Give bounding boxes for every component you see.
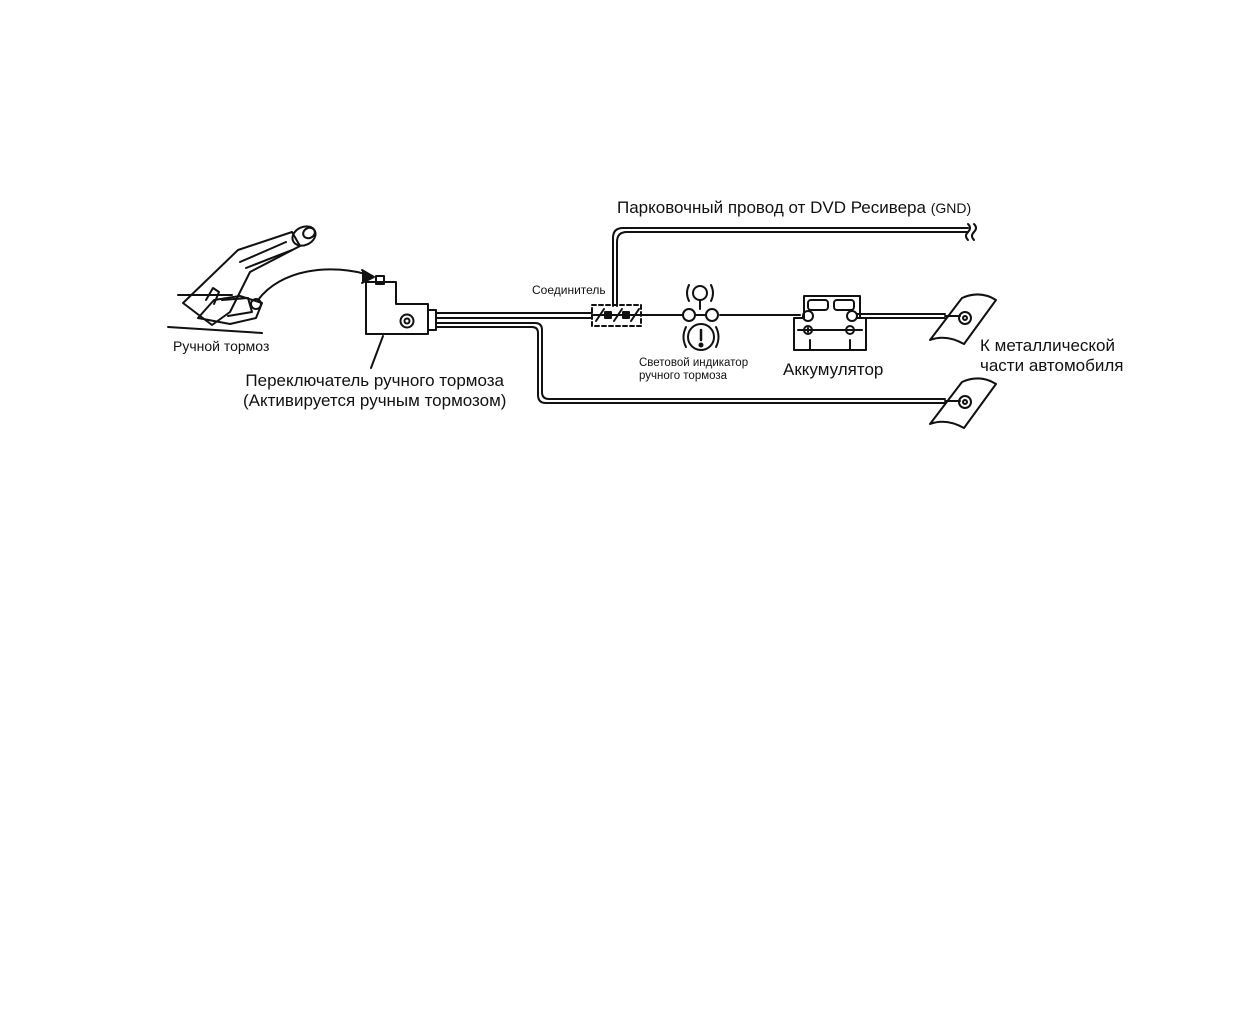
switch-label: Переключатель ручного тормоза (Активируе…	[243, 371, 506, 410]
battery-ground-wire	[856, 313, 946, 319]
gnd-text: (GND)	[930, 200, 972, 216]
metal-label-line2: части автомобиля	[980, 355, 1124, 375]
handbrake-switch-icon	[365, 275, 437, 335]
switch-pointer	[370, 335, 384, 369]
handbrake-lever-icon	[167, 225, 317, 334]
switch-label-line2: (Активируется ручным тормозом)	[243, 390, 507, 410]
parking-wire-label: Парковочный провод от DVD Ресивера (GND)	[617, 198, 971, 218]
parking-wire-text: Парковочный провод от DVD Ресивера	[617, 198, 926, 217]
connector-icon	[591, 304, 642, 327]
connector-label: Соединитель	[532, 283, 606, 297]
indicator-label-line1: Световой индикатор	[639, 357, 749, 369]
handbrake-label: Ручной тормоз	[173, 338, 270, 354]
battery-icon	[793, 295, 867, 351]
metal-label-line1: К металлической	[980, 336, 1115, 355]
actuation-arrow	[257, 268, 375, 301]
ground-wire	[435, 322, 946, 404]
indicator-label: Световой индикатор ручного тормоза	[639, 357, 748, 383]
ground-terminal-icon	[929, 377, 997, 429]
main-wire	[435, 312, 801, 319]
indicator-label-line2: ручного тормоза	[639, 370, 728, 383]
indicator-lamp-icon	[682, 284, 720, 351]
battery-label: Аккумулятор	[783, 360, 884, 379]
metal-part-label: К металлической части автомобиля	[980, 336, 1123, 375]
ground-terminal-icon	[929, 293, 997, 345]
parking-wire	[612, 223, 977, 307]
switch-label-line1: Переключатель ручного тормоза	[245, 371, 505, 390]
